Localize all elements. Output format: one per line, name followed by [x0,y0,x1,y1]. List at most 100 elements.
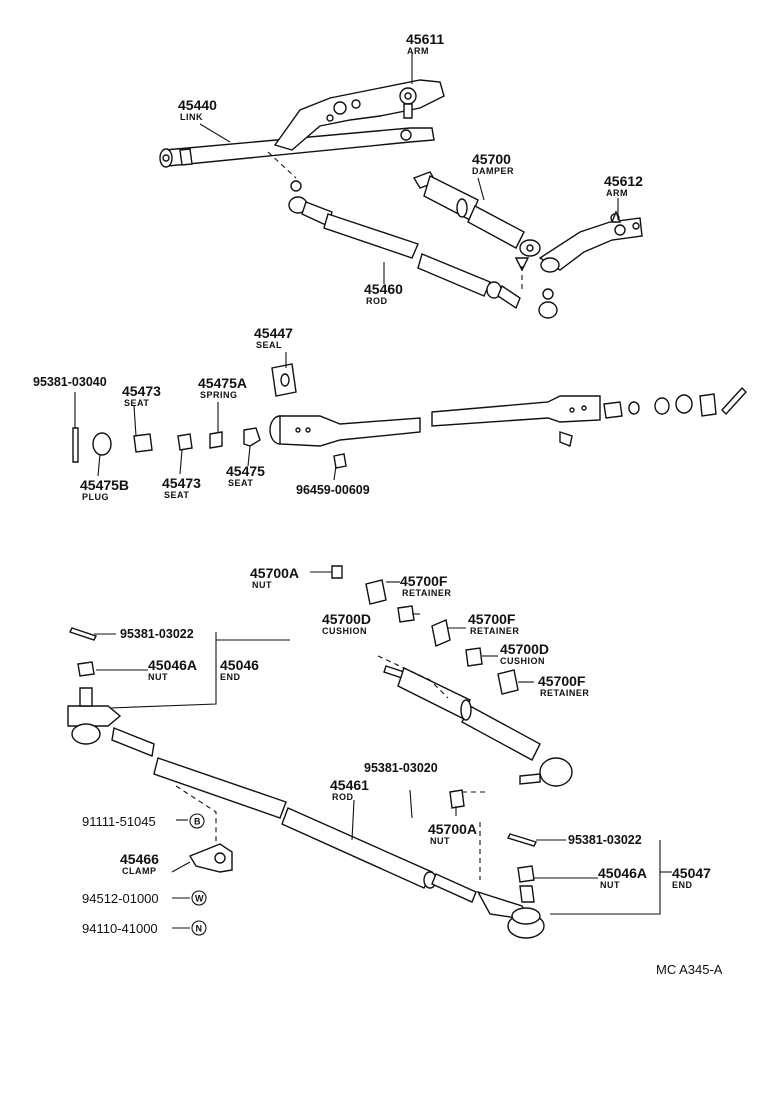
svg-text:CLAMP: CLAMP [122,866,157,876]
svg-text:LINK: LINK [180,112,203,122]
symbol-b-circle [189,813,205,829]
svg-text:95381-03040: 95381-03040 [33,375,107,389]
svg-text:RETAINER: RETAINER [540,688,589,698]
svg-text:45046A: 45046A [598,865,647,881]
damper-45700-top-illustration [412,171,541,272]
clamp-guide [175,785,217,846]
callout-95381-03022-left: 95381-03022 [120,627,194,641]
svg-text:45475B: 45475B [80,477,129,493]
svg-text:45473: 45473 [122,383,161,399]
svg-text:96459-00609: 96459-00609 [296,483,370,497]
callout-45700A-bottom: 45700A NUT [428,821,477,846]
arm-45611-illustration [273,79,445,151]
callout-45700F-3: 45700F RETAINER [538,673,589,698]
rod-45460-illustration [288,180,558,319]
svg-text:NUT: NUT [430,836,450,846]
svg-text:END: END [672,880,693,890]
svg-text:45460: 45460 [364,281,403,297]
callout-45047: 45047 END [672,865,711,890]
seal-45447-illustration [271,363,297,397]
svg-text:NUT: NUT [148,672,168,682]
svg-text:95381-03022: 95381-03022 [568,833,642,847]
svg-text:45700: 45700 [472,151,511,167]
callout-45461: 45461 ROD [330,777,369,802]
arm-45612-illustration [538,210,643,273]
svg-text:N: N [196,924,203,934]
svg-text:95381-03020: 95381-03020 [364,761,438,775]
callout-45447: 45447 SEAL [254,325,293,350]
callout-45700A-top: 45700A NUT [250,565,299,590]
svg-text:45700F: 45700F [400,573,448,589]
callout-45046A-right: 45046A NUT [598,865,647,890]
callout-94512-01000: 94512-01000 W [82,891,204,906]
svg-text:SEAT: SEAT [124,398,149,408]
damper-45700-lower-illustration [331,565,573,809]
svg-text:91111-51045: 91111-51045 [82,814,156,829]
callout-45700F-2: 45700F RETAINER [468,611,519,636]
callout-45475: 45475 SEAT [226,463,265,488]
svg-text:45466: 45466 [120,851,159,867]
svg-text:45047: 45047 [672,865,711,881]
rod-45461-illustration [153,757,477,903]
callout-95381-03022-right: 95381-03022 [568,833,642,847]
callout-45046: 45046 END [220,657,259,682]
callout-95381-03020: 95381-03020 [364,761,438,775]
svg-text:45440: 45440 [178,97,217,113]
callout-45700: 45700 DAMPER [472,151,514,176]
svg-text:45461: 45461 [330,777,369,793]
svg-text:ROD: ROD [332,792,354,802]
callout-95381-03040: 95381-03040 [33,375,107,389]
pin-95381-03020 [409,789,413,819]
svg-text:45473: 45473 [162,475,201,491]
svg-text:45046A: 45046A [148,657,197,673]
svg-text:W: W [195,894,204,904]
svg-text:94512-01000: 94512-01000 [82,891,159,906]
right-end-parts-illustration [603,386,747,419]
tie-rod-end-45047-illustration [476,833,545,939]
svg-text:45700D: 45700D [322,611,371,627]
callout-94110-41000: 94110-41000 N [82,921,203,936]
svg-text:PLUG: PLUG [82,492,109,502]
svg-text:SPRING: SPRING [200,390,238,400]
callout-96459-00609: 96459-00609 [296,483,370,497]
svg-text:45700A: 45700A [250,565,299,581]
left-end-parts-illustration [72,392,347,469]
svg-text:SEAT: SEAT [228,478,253,488]
svg-text:RETAINER: RETAINER [470,626,519,636]
svg-text:CUSHION: CUSHION [322,626,367,636]
tie-rod-end-45046-illustration [67,627,155,757]
callout-91111-51045: 91111-51045 B [82,814,201,829]
callout-45473-upper: 45473 SEAT [122,383,161,408]
leader-lines [94,52,672,929]
callout-45460: 45460 ROD [364,281,403,306]
svg-text:ARM: ARM [407,46,429,56]
svg-text:45700F: 45700F [538,673,586,689]
svg-text:RETAINER: RETAINER [402,588,451,598]
svg-text:CUSHION: CUSHION [500,656,545,666]
svg-text:B: B [194,817,201,827]
symbol-n-circle [191,920,207,936]
svg-text:END: END [220,672,241,682]
svg-text:45475: 45475 [226,463,265,479]
svg-text:ARM: ARM [606,188,628,198]
svg-text:45447: 45447 [254,325,293,341]
svg-text:45475A: 45475A [198,375,247,391]
symbol-w-circle [191,890,207,906]
svg-text:45612: 45612 [604,173,643,189]
callout-45700D-2: 45700D CUSHION [500,641,549,666]
damper-retainer-guide [377,655,449,699]
callout-45473-lower: 45473 SEAT [162,475,201,500]
callout-45611: 45611 ARM [406,31,444,56]
svg-text:DAMPER: DAMPER [472,166,514,176]
rod-45460-exploded-illustration [269,395,601,447]
clamp-45466-illustration [188,843,233,873]
callout-45475A: 45475A SPRING [198,375,247,400]
callout-45612: 45612 ARM [604,173,643,198]
callout-45475B: 45475B PLUG [80,477,129,502]
callout-45046A-left: 45046A NUT [148,657,197,682]
diagram-code: MC A345-A [656,962,723,977]
svg-text:NUT: NUT [252,580,272,590]
callout-45440: 45440 LINK [178,97,217,122]
